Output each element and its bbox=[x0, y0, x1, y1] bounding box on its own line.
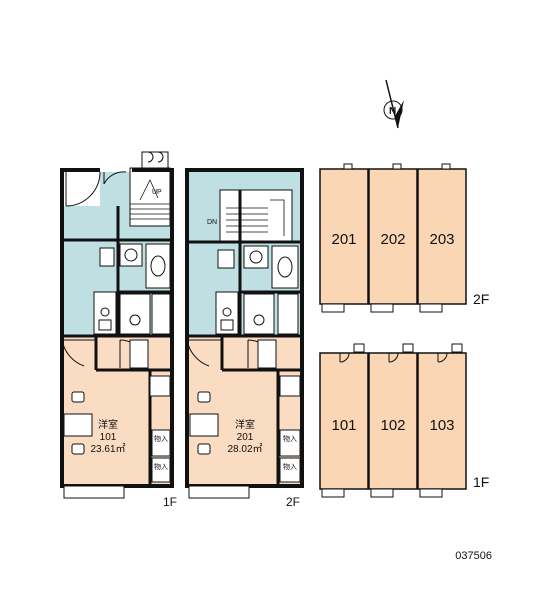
shower-icon bbox=[243, 293, 275, 335]
storage-closet-2: 物入 bbox=[151, 457, 171, 483]
unit-102 bbox=[368, 352, 418, 490]
outdoor-unit-icon bbox=[392, 163, 402, 170]
interior-walls bbox=[187, 190, 302, 486]
north-arrow-icon: N bbox=[383, 79, 404, 129]
unit-plan-101: UP bbox=[60, 151, 177, 509]
washing-machine-icon bbox=[119, 243, 143, 267]
outdoor-unit-icon bbox=[343, 163, 353, 170]
balcony bbox=[63, 485, 125, 499]
svg-text:物入: 物入 bbox=[283, 434, 297, 443]
furniture bbox=[189, 375, 301, 455]
unit-label-201: 201 bbox=[331, 231, 356, 248]
kitchen bbox=[93, 291, 117, 335]
svg-text:物入: 物入 bbox=[154, 462, 168, 471]
unit-plan-201: DN bbox=[185, 168, 304, 509]
stair-label: UP bbox=[152, 189, 162, 196]
building-floor-1f: 101 102 103 1F bbox=[319, 343, 489, 498]
staircase bbox=[129, 167, 171, 227]
room-number-label: 101 bbox=[100, 432, 117, 443]
stair-label: DN bbox=[207, 219, 217, 226]
unit-label-103: 103 bbox=[429, 417, 454, 434]
toilet-icon bbox=[271, 245, 299, 289]
toilet-icon bbox=[145, 243, 171, 289]
unit-label-101: 101 bbox=[331, 417, 356, 434]
loft-ladder bbox=[257, 339, 277, 369]
balcony bbox=[321, 488, 345, 498]
balcony bbox=[321, 303, 345, 313]
unit-203 bbox=[417, 168, 467, 305]
outdoor-unit-icon bbox=[141, 151, 169, 169]
building-floor-2f: 201 202 203 2F bbox=[319, 163, 489, 313]
unit-101 bbox=[319, 352, 369, 490]
room-number-label: 201 bbox=[237, 432, 254, 443]
washing-machine-icon bbox=[243, 245, 269, 269]
entrance-door-icon bbox=[339, 343, 463, 363]
balcony bbox=[370, 303, 394, 313]
unit-label-202: 202 bbox=[380, 231, 405, 248]
room-type-label: 洋室 bbox=[98, 418, 118, 431]
outdoor-unit-icon bbox=[441, 163, 451, 170]
balcony bbox=[419, 488, 443, 498]
storage-closet-2: 物入 bbox=[279, 457, 301, 483]
floor-label-2f: 2F bbox=[473, 291, 489, 307]
balcony bbox=[370, 488, 394, 498]
balcony bbox=[419, 303, 443, 313]
room-area-label: 23.61㎡ bbox=[90, 443, 125, 455]
floor-label: 2F bbox=[286, 495, 300, 509]
entrance-door-icon bbox=[65, 171, 127, 207]
property-code: 037506 bbox=[455, 550, 492, 562]
room-door-icon bbox=[186, 339, 275, 368]
staircase bbox=[219, 189, 293, 243]
balcony bbox=[188, 485, 250, 499]
storage-closet-1: 物入 bbox=[151, 429, 171, 457]
kitchen bbox=[215, 291, 239, 335]
furniture bbox=[63, 375, 171, 455]
washbasin-icon bbox=[277, 293, 299, 335]
floor-label-1f: 1F bbox=[473, 474, 489, 490]
unit-201 bbox=[319, 168, 369, 305]
loft-ladder bbox=[129, 339, 149, 369]
unit-103 bbox=[417, 352, 467, 490]
unit-label-102: 102 bbox=[380, 417, 405, 434]
room-type-label: 洋室 bbox=[235, 418, 255, 431]
room-area-label: 28.02㎡ bbox=[227, 443, 262, 455]
svg-text:物入: 物入 bbox=[283, 462, 297, 471]
shoe-box-icon bbox=[217, 249, 235, 269]
north-letter: N bbox=[389, 106, 396, 117]
storage-closet-1: 物入 bbox=[279, 429, 301, 457]
unit-label-203: 203 bbox=[429, 231, 454, 248]
svg-text:物入: 物入 bbox=[154, 434, 168, 443]
floor-label: 1F bbox=[163, 495, 177, 509]
shower-icon bbox=[119, 293, 151, 335]
washbasin-icon bbox=[151, 293, 171, 335]
shoe-box-icon bbox=[99, 247, 115, 267]
